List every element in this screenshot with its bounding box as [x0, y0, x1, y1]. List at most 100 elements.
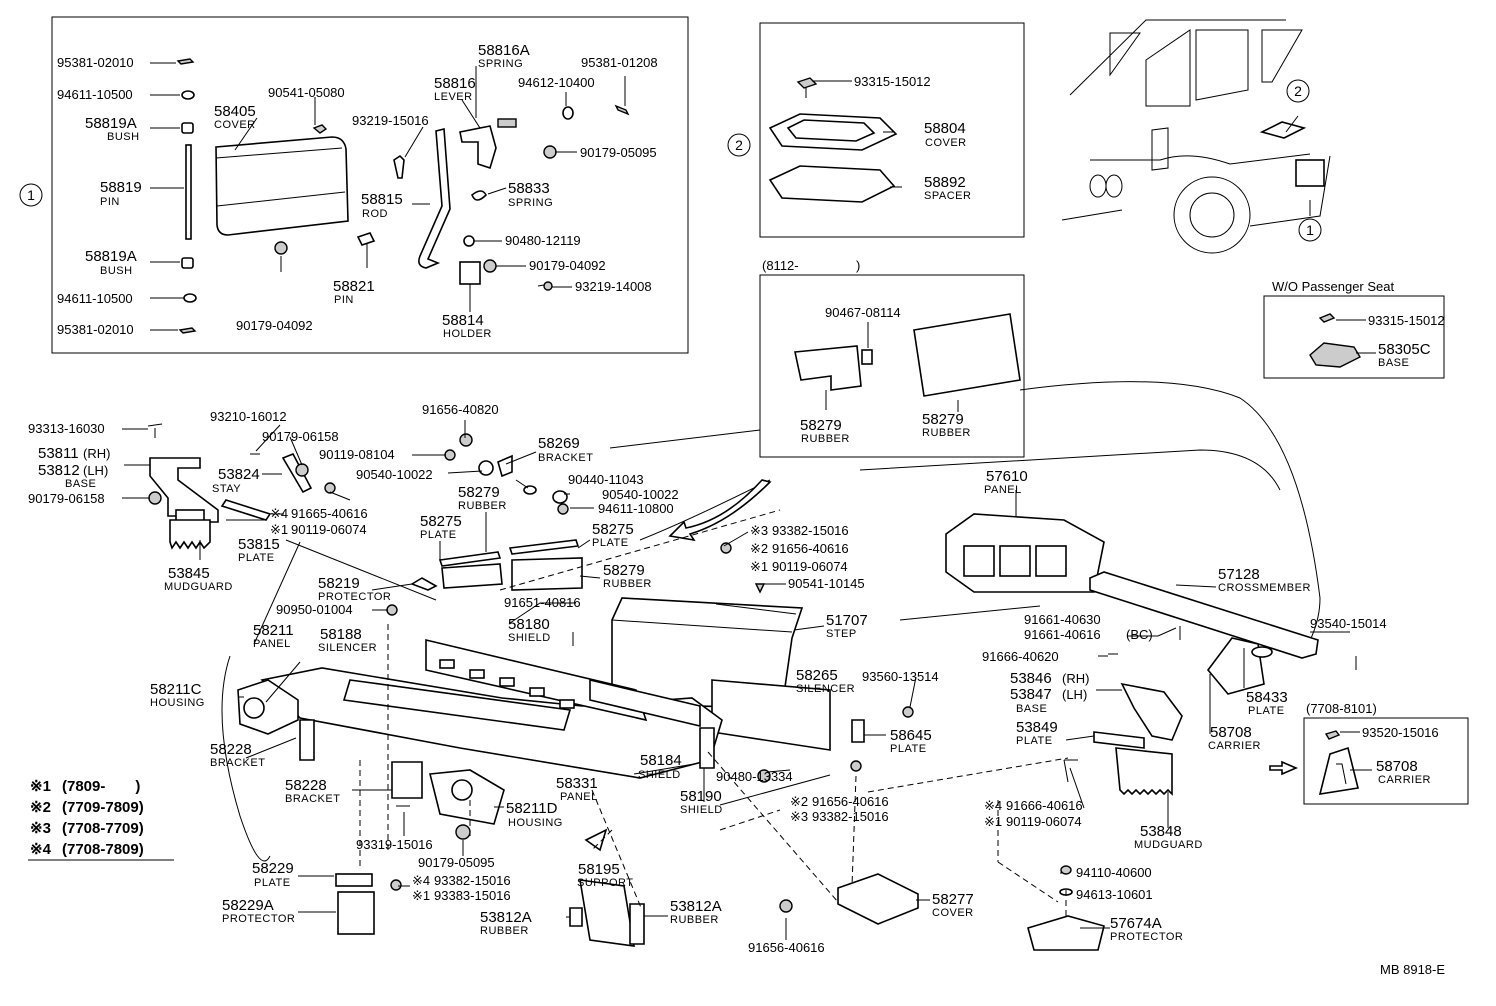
label-91656-40616-b: 91656-40616 — [812, 794, 889, 809]
label-93520-15016: 93520-15016 — [1362, 725, 1439, 740]
svg-text:RUBBER: RUBBER — [603, 578, 652, 590]
callout-2-left: 2 — [727, 133, 751, 157]
label-58405: 58405 — [214, 103, 256, 120]
svg-text:SUPPORT: SUPPORT — [577, 877, 633, 889]
svg-text:SPRING: SPRING — [478, 58, 523, 70]
label-58228-a: 58228 — [210, 741, 252, 758]
label-58708: 58708 — [1210, 724, 1252, 741]
legend-4-mark: ※4 — [30, 841, 52, 858]
label-58819A-a: 58819A — [85, 115, 137, 132]
svg-text:PIN: PIN — [334, 294, 354, 306]
label-53845: 53845 — [168, 565, 210, 582]
box5-content: (7708-8101) 93520-15016 58708 CARRIER — [1269, 701, 1439, 795]
label-58275-a: 58275 — [420, 513, 462, 530]
label-58833: 58833 — [508, 180, 550, 197]
box-1-frame — [51, 16, 689, 354]
label-58819A-b: 58819A — [85, 248, 137, 265]
label-94611-10500-b: 94611-10500 — [57, 291, 133, 306]
svg-text:※1: ※1 — [750, 559, 768, 574]
svg-text:SILENCER: SILENCER — [318, 642, 377, 654]
svg-text:BUSH: BUSH — [100, 265, 133, 277]
label-58211C: 58211C — [150, 681, 202, 698]
vehicle-sketch: 2 1 — [1061, 19, 1331, 254]
label-58708-b: 58708 — [1376, 758, 1418, 775]
label-53849: 53849 — [1016, 719, 1058, 736]
label-58815: 58815 — [361, 191, 403, 208]
svg-text:(RH): (RH) — [1062, 671, 1089, 686]
label-93315-15012-b: 93315-15012 — [1368, 313, 1445, 328]
svg-text:PLATE: PLATE — [238, 552, 275, 564]
svg-text:ROD: ROD — [362, 208, 388, 220]
main-labels: 93313-16030 53811 (RH) 53812 (LH) BASE 9… — [28, 402, 1387, 955]
svg-text:(RH): (RH) — [83, 446, 110, 461]
svg-text:BASE: BASE — [65, 478, 96, 490]
callout-2-vehicle: 2 — [1294, 83, 1302, 99]
label-58277: 58277 — [932, 891, 974, 908]
label-90950-01004: 90950-01004 — [276, 602, 353, 617]
svg-text:※1: ※1 — [984, 814, 1002, 829]
label-58279-c: 58279 — [458, 484, 500, 501]
label-90480-13334: 90480-13334 — [716, 769, 793, 784]
label-94612-10400: 94612-10400 — [518, 75, 595, 90]
svg-text:(LH): (LH) — [83, 463, 108, 478]
svg-text:RUBBER: RUBBER — [480, 925, 529, 937]
label-90179-04092-b: 90179-04092 — [529, 258, 606, 273]
main-assembly — [147, 381, 1357, 951]
label-58821: 58821 — [333, 278, 375, 295]
box-5-frame — [1303, 717, 1469, 805]
label-90119-06074-c: 90119-06074 — [1006, 814, 1082, 829]
svg-text:COVER: COVER — [925, 137, 967, 149]
legend-4-range: (7708-7809) — [62, 841, 144, 858]
label-93210-16012: 93210-16012 — [210, 409, 287, 424]
svg-text:PLATE: PLATE — [254, 877, 291, 889]
label-91656-40820: 91656-40820 — [422, 402, 499, 417]
svg-text:(8112-: (8112- — [762, 258, 799, 273]
label-58229: 58229 — [252, 860, 294, 877]
label-91666-40616: 91666-40616 — [1006, 798, 1083, 813]
label-58305C: 58305C — [1378, 341, 1431, 358]
label-93382-15016-b: 93382-15016 — [812, 809, 889, 824]
drawing-code: MB 8918-E — [1380, 962, 1445, 977]
svg-text:PLATE: PLATE — [592, 537, 629, 549]
label-94613-10601: 94613-10601 — [1076, 887, 1153, 902]
label-90540-10022-a: 90540-10022 — [356, 467, 433, 482]
label-93382-15016-a: 93382-15016 — [772, 523, 849, 538]
svg-text:※1: ※1 — [270, 522, 288, 537]
svg-text:※2: ※2 — [790, 794, 808, 809]
box2-labels: 93315-15012 58804 COVER 58892 SPACER — [854, 74, 971, 202]
label-58195: 58195 — [578, 861, 620, 878]
svg-text:PANEL: PANEL — [253, 638, 291, 650]
svg-text:PLATE: PLATE — [890, 743, 927, 755]
svg-text:SHIELD: SHIELD — [638, 769, 681, 781]
svg-text:BRACKET: BRACKET — [285, 793, 340, 805]
label-94110-40600: 94110-40600 — [1076, 865, 1152, 880]
svg-text:BRACKET: BRACKET — [210, 757, 265, 769]
label-95381-01208: 95381-01208 — [581, 55, 658, 70]
label-58816: 58816 — [434, 75, 476, 92]
svg-text:LEVER: LEVER — [434, 91, 473, 103]
label-93382-15016-c: 93382-15016 — [434, 873, 511, 888]
label-53812: 53812 — [38, 462, 80, 479]
box-3-frame — [759, 274, 1025, 458]
label-57610: 57610 — [986, 468, 1028, 485]
svg-text:(BC): (BC) — [1126, 627, 1153, 642]
label-58228-b: 58228 — [285, 777, 327, 794]
svg-text:W/O Passenger Seat: W/O Passenger Seat — [1272, 279, 1394, 294]
svg-text:RUBBER: RUBBER — [801, 433, 850, 445]
svg-text:BASE: BASE — [1378, 357, 1409, 369]
svg-text:PANEL: PANEL — [984, 484, 1022, 496]
legend-1-mark: ※1 — [30, 778, 51, 795]
svg-text:RUBBER: RUBBER — [922, 427, 971, 439]
label-58184: 58184 — [640, 752, 682, 769]
svg-text:MUDGUARD: MUDGUARD — [164, 581, 233, 593]
label-58269: 58269 — [538, 435, 580, 452]
label-90179-05095: 90179-05095 — [580, 145, 657, 160]
label-58219: 58219 — [318, 575, 360, 592]
label-58180: 58180 — [508, 616, 550, 633]
label-91661-40616: 91661-40616 — [1024, 627, 1101, 642]
svg-text:SILENCER: SILENCER — [796, 683, 855, 695]
label-58190: 58190 — [680, 788, 722, 805]
svg-text:※3: ※3 — [790, 809, 808, 824]
